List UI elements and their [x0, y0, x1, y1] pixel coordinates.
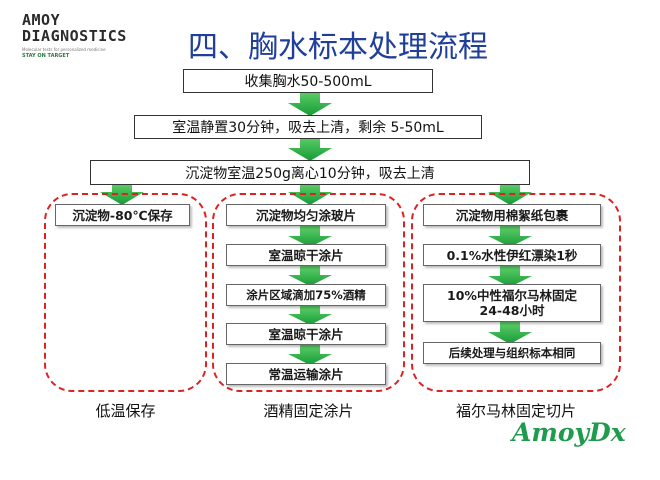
- caption-alcohol: 酒精固定涂片: [263, 402, 354, 420]
- alcohol-step-1: 沉淀物均匀涂玻片: [226, 204, 386, 226]
- company-logo: AMOY DIAGNOSTICS: [22, 12, 152, 44]
- brand-logo: AmoyDx: [512, 418, 626, 447]
- step-centrifuge: 沉淀物室温250g离心10分钟，吸去上清: [90, 160, 530, 185]
- branch-alcohol-group: [212, 193, 405, 392]
- formalin-step-1: 沉淀物用棉絮纸包裹: [423, 204, 601, 226]
- arrow-down: [288, 226, 332, 247]
- frozen-step-1: 沉淀物-80℃保存: [55, 204, 190, 226]
- branch-formalin-group: [411, 193, 621, 392]
- arrow-down: [288, 136, 332, 161]
- alcohol-step-2: 室温晾干涂片: [226, 244, 386, 266]
- logo-slogan: STAY ON TARGET: [22, 53, 70, 59]
- arrow-down: [288, 306, 332, 325]
- logo-line1: AMOY: [22, 11, 61, 29]
- alcohol-step-4: 室温晾干涂片: [226, 323, 386, 345]
- page-title: 四、胸水标本处理流程: [188, 30, 488, 65]
- arrow-down: [288, 266, 332, 286]
- step-settle: 室温静置30分钟，吸去上清，剩余 5-50mL: [134, 115, 482, 139]
- step-collect: 收集胸水50-500mL: [183, 69, 433, 93]
- alcohol-step-5: 常温运输涂片: [226, 363, 386, 385]
- caption-frozen: 低温保存: [95, 402, 156, 420]
- arrow-down: [488, 322, 532, 344]
- arrow-down: [488, 266, 532, 287]
- arrow-down: [288, 344, 332, 365]
- branch-frozen-group: [44, 193, 207, 392]
- formalin-step-3: 10%中性福尔马林固定 24-48小时: [423, 284, 601, 322]
- logo-line2: DIAGNOSTICS: [22, 27, 127, 45]
- formalin-step-4: 后续处理与组织标本相同: [423, 342, 601, 364]
- arrow-down: [288, 91, 332, 116]
- caption-formalin: 福尔马林固定切片: [455, 402, 576, 420]
- formalin-step-2: 0.1%水性伊红漂染1秒: [423, 244, 601, 266]
- arrow-down: [488, 226, 532, 247]
- alcohol-step-3: 涂片区域滴加75%酒精: [226, 284, 386, 306]
- logo-tagline: Molecular tests for personalized medicin…: [22, 47, 106, 52]
